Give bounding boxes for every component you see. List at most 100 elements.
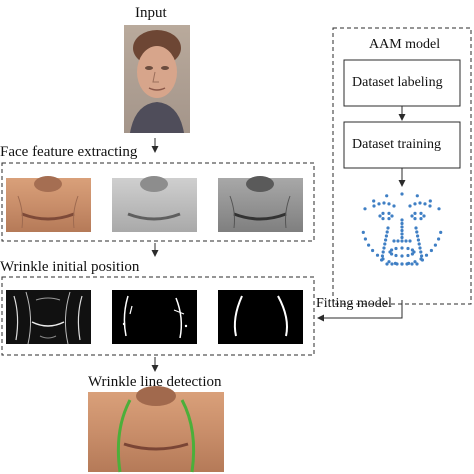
landmark-point [400, 218, 404, 222]
landmark-point [394, 253, 398, 258]
landmark-point [390, 214, 394, 218]
landmark-point [375, 253, 380, 257]
landmark-point [392, 239, 396, 243]
landmark-point [381, 250, 385, 254]
landmark-point [361, 230, 365, 234]
landmark-point [413, 217, 417, 221]
landmark-point [384, 234, 388, 238]
landmark-point [394, 246, 398, 251]
wrinkle-line-label: Wrinkle line detection [88, 374, 222, 390]
landmark-point [413, 211, 417, 215]
landmark-point [372, 199, 376, 203]
landmark-point [404, 239, 408, 243]
input-label: Input [135, 5, 167, 21]
landmark-point [381, 211, 385, 215]
landmark-point [418, 246, 422, 250]
wrinkle-edge-image [6, 290, 91, 345]
landmark-point [406, 253, 410, 258]
landmark-point [382, 246, 386, 250]
landmark-point [416, 234, 420, 238]
landmark-point [386, 226, 390, 230]
landmark-point [419, 250, 423, 254]
fitting-model-label: Fitting model [316, 296, 392, 311]
landmark-point [383, 242, 387, 246]
input-portrait-image [124, 25, 190, 133]
landmark-point [390, 262, 394, 266]
landmark-point [419, 211, 423, 215]
landmark-point [429, 248, 433, 253]
wrinkle-thinned-image [218, 290, 303, 344]
face-feature-group [1, 162, 315, 242]
landmark-point [410, 214, 414, 218]
landmark-point [415, 262, 419, 266]
landmark-point [424, 253, 429, 257]
landmark-point [423, 202, 427, 206]
landmark-point [400, 235, 404, 240]
landmark-point [385, 230, 389, 234]
landmark-point [380, 254, 384, 258]
feature-image-color [6, 176, 91, 232]
landmark-point [415, 194, 419, 198]
landmark-point [408, 239, 412, 243]
landmark-point [385, 262, 389, 266]
landmark-point [387, 217, 391, 221]
dataset-training-label: Dataset training [352, 137, 442, 152]
aam-model-label: AAM model [369, 37, 441, 52]
landmark-point [408, 204, 412, 208]
landmark-point [406, 246, 410, 251]
landmark-point [410, 248, 414, 252]
landmark-point [385, 194, 389, 198]
landmark-point [400, 192, 404, 196]
landmark-point [400, 262, 404, 266]
landmark-point [437, 207, 441, 211]
dataset-labeling-box [343, 59, 461, 107]
landmark-point [416, 238, 420, 242]
landmark-point [417, 242, 421, 246]
landmark-point [378, 214, 382, 218]
wrinkle-binary-image [112, 290, 197, 344]
feature-image-gray [112, 176, 197, 232]
landmark-point [400, 228, 404, 233]
landmark-point [413, 260, 417, 264]
landmark-point [419, 217, 423, 221]
face-feature-label: Face feature extracting [0, 144, 138, 160]
landmark-point [387, 211, 391, 215]
dataset-training-box [343, 121, 461, 169]
landmark-point [390, 248, 394, 252]
landmark-point [415, 230, 419, 234]
landmark-point [420, 258, 424, 262]
landmark-point [410, 262, 414, 266]
wrinkle-initial-group [1, 276, 315, 356]
landmark-point [413, 202, 417, 206]
landmark-point [400, 254, 404, 258]
aam-landmark-points [361, 192, 443, 266]
landmark-point [400, 221, 404, 226]
landmark-point [420, 254, 424, 258]
landmark-point [400, 239, 404, 243]
landmark-point [396, 239, 400, 243]
feature-image-enhanced [218, 176, 303, 232]
landmark-point [387, 260, 391, 264]
landmark-point [371, 248, 375, 253]
landmark-point [437, 237, 441, 241]
landmark-point [428, 204, 432, 208]
arrow-fitting-model [317, 300, 403, 322]
landmark-point [395, 262, 399, 266]
landmark-point [418, 201, 422, 205]
landmark-point [363, 237, 367, 241]
landmark-point [377, 202, 381, 206]
landmark-point [382, 201, 386, 205]
landmark-point [380, 258, 384, 262]
landmark-point [381, 217, 385, 221]
landmark-point [414, 226, 418, 230]
landmark-point [400, 232, 404, 236]
landmark-point [428, 199, 432, 203]
landmark-point [422, 214, 426, 218]
wrinkle-initial-label: Wrinkle initial position [0, 259, 140, 275]
dataset-labeling-label: Dataset labeling [352, 75, 443, 90]
landmark-point [363, 207, 367, 211]
landmark-point [372, 204, 376, 208]
landmark-point [392, 204, 396, 208]
